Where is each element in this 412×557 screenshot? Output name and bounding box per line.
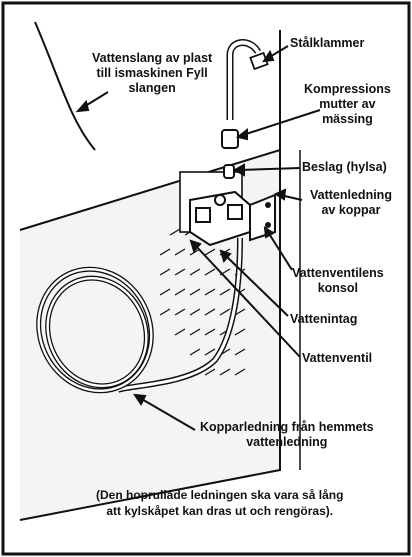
label-sleeve: Beslag (hylsa)	[302, 160, 387, 175]
cleaning-note-line2: att kylskåpet kan dras ut och rengöras).	[96, 503, 343, 519]
compression-nut	[222, 130, 238, 148]
cleaning-note: (Den hoprullade ledningen ska vara så lå…	[96, 487, 343, 519]
label-valve-bracket-line1: Vattenventilens	[292, 266, 384, 281]
label-compression-nut-line2: mutter av	[304, 97, 391, 112]
label-compression-nut-line3: mässing	[304, 112, 391, 127]
label-compression-nut-line1: Kompressions	[304, 82, 391, 97]
cleaning-note-line1: (Den hoprullade ledningen ska vara så lå…	[96, 487, 343, 503]
label-home-line: Kopparledning från hemmets vattenledning	[200, 420, 374, 450]
label-plastic-hose: Vattenslang av plast till ismaskinen Fyl…	[92, 51, 212, 96]
label-valve-bracket-line2: konsol	[292, 281, 384, 296]
plastic-hose	[230, 43, 258, 120]
label-steel-clamp: Stålklammer	[290, 36, 364, 51]
label-plastic-hose-line1: Vattenslang av plast	[92, 51, 212, 66]
label-water-valve: Vattenventil	[302, 351, 372, 366]
label-valve-bracket: Vattenventilens konsol	[292, 266, 384, 296]
cabinet-top-edge	[35, 22, 95, 150]
label-plastic-hose-line3: slangen	[92, 81, 212, 96]
label-compression-nut: Kompressions mutter av mässing	[304, 82, 391, 127]
ferrule	[224, 165, 234, 178]
label-copper-line-line1: Vattenledning	[310, 188, 392, 203]
label-copper-line: Vattenledning av koppar	[310, 188, 392, 218]
label-home-line-line1: Kopparledning från hemmets	[200, 420, 374, 435]
label-water-inlet: Vattenintag	[290, 312, 357, 327]
label-home-line-line2: vattenledning	[200, 435, 374, 450]
label-plastic-hose-line2: till ismaskinen Fyll	[92, 66, 212, 81]
label-copper-line-line2: av koppar	[310, 203, 392, 218]
